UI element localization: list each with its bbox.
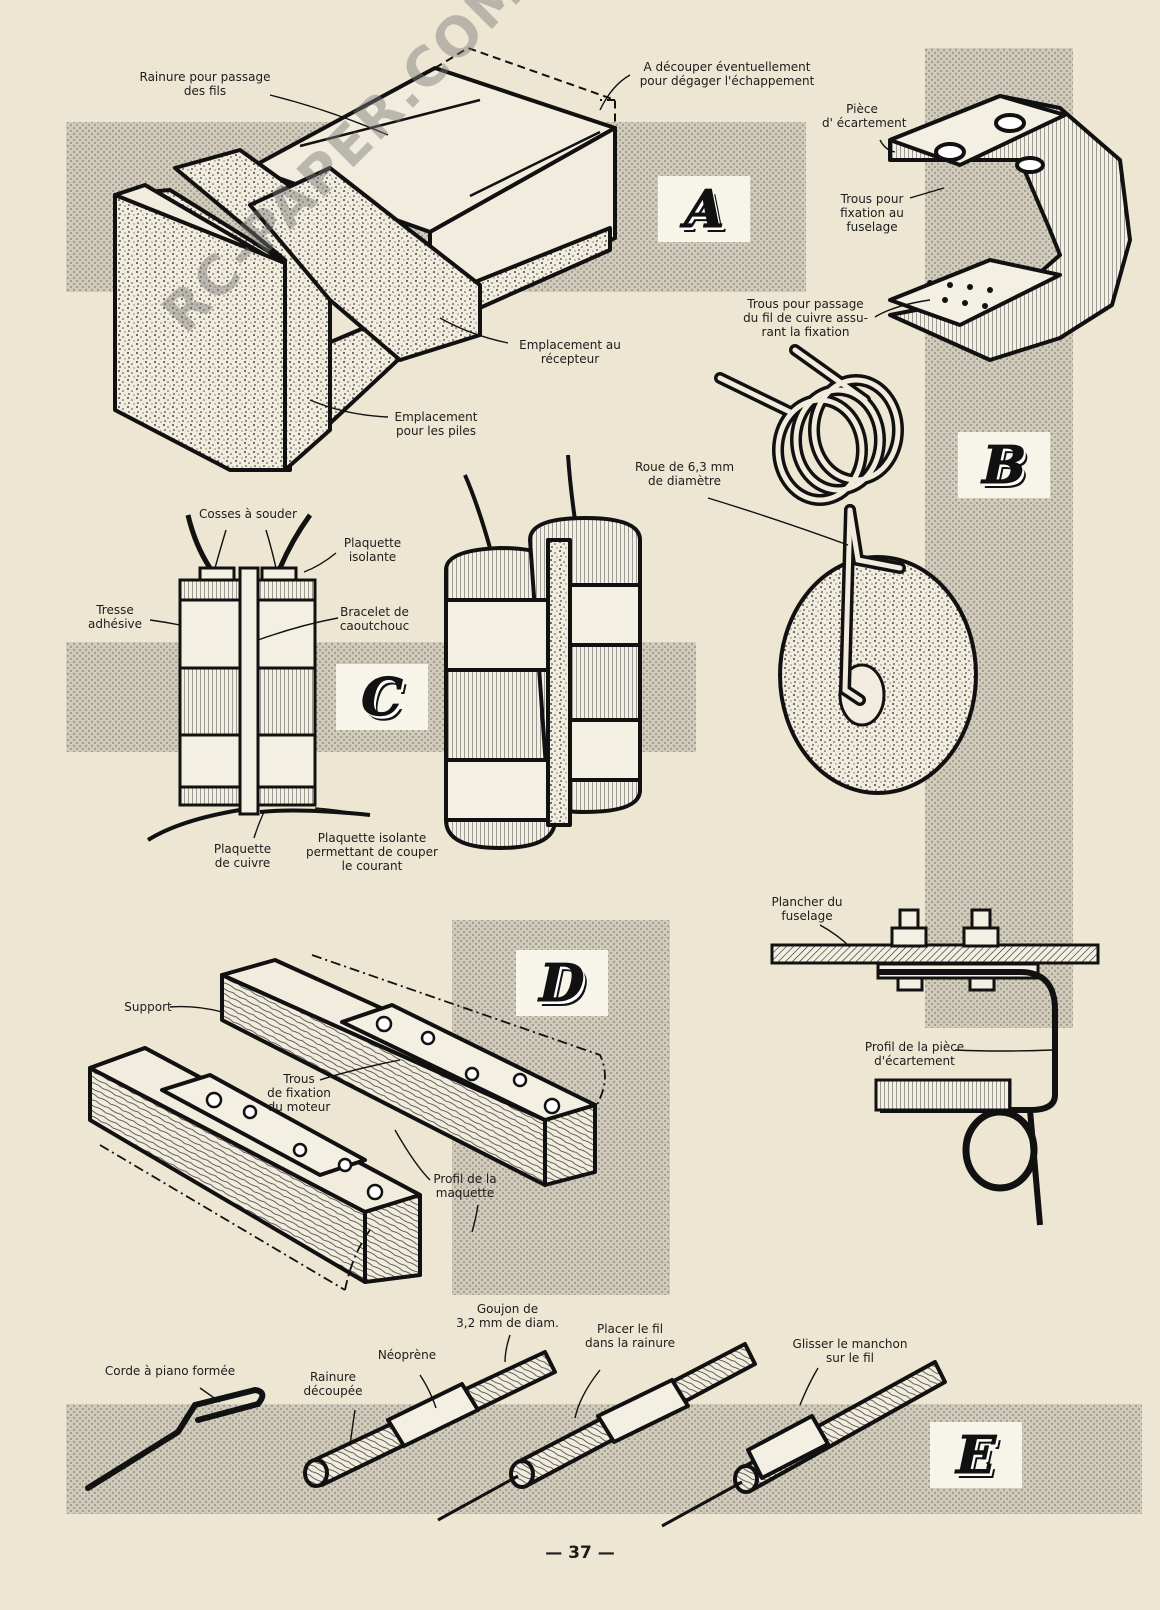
figure-a-dashed-cut — [434, 46, 616, 210]
label-c-cosses: Cosses à souder — [199, 507, 297, 521]
figure-c-badge: C — [336, 664, 428, 730]
figure-e-piano-wire — [85, 1386, 266, 1491]
figure-b-wire-holes — [927, 280, 993, 309]
label-e-corde: Corde à piano formée — [104, 1364, 236, 1378]
figure-a-badge: A — [658, 176, 750, 242]
figure-c-battery-3d — [444, 454, 642, 850]
figure-d-holes — [205, 1015, 561, 1201]
label-d-support: Support — [124, 1000, 172, 1014]
figure-b-badge: B — [958, 432, 1050, 498]
figure-e-dowels — [303, 1342, 947, 1528]
figure-e-badge: E — [930, 1422, 1022, 1488]
figure-d-profile-line — [99, 954, 606, 1291]
page-number: — 37 — — [545, 1543, 615, 1563]
figure-d-badge: D — [516, 950, 608, 1016]
label-e-neoprene: Néoprène — [377, 1348, 437, 1362]
figure-b-floor-section — [770, 908, 1100, 1226]
figure-a-foam-block — [113, 66, 617, 472]
figure-b-wheel-assembly — [714, 344, 978, 795]
figure-b-spacer-piece — [888, 94, 1132, 362]
leader-lines — [149, 74, 1053, 1446]
